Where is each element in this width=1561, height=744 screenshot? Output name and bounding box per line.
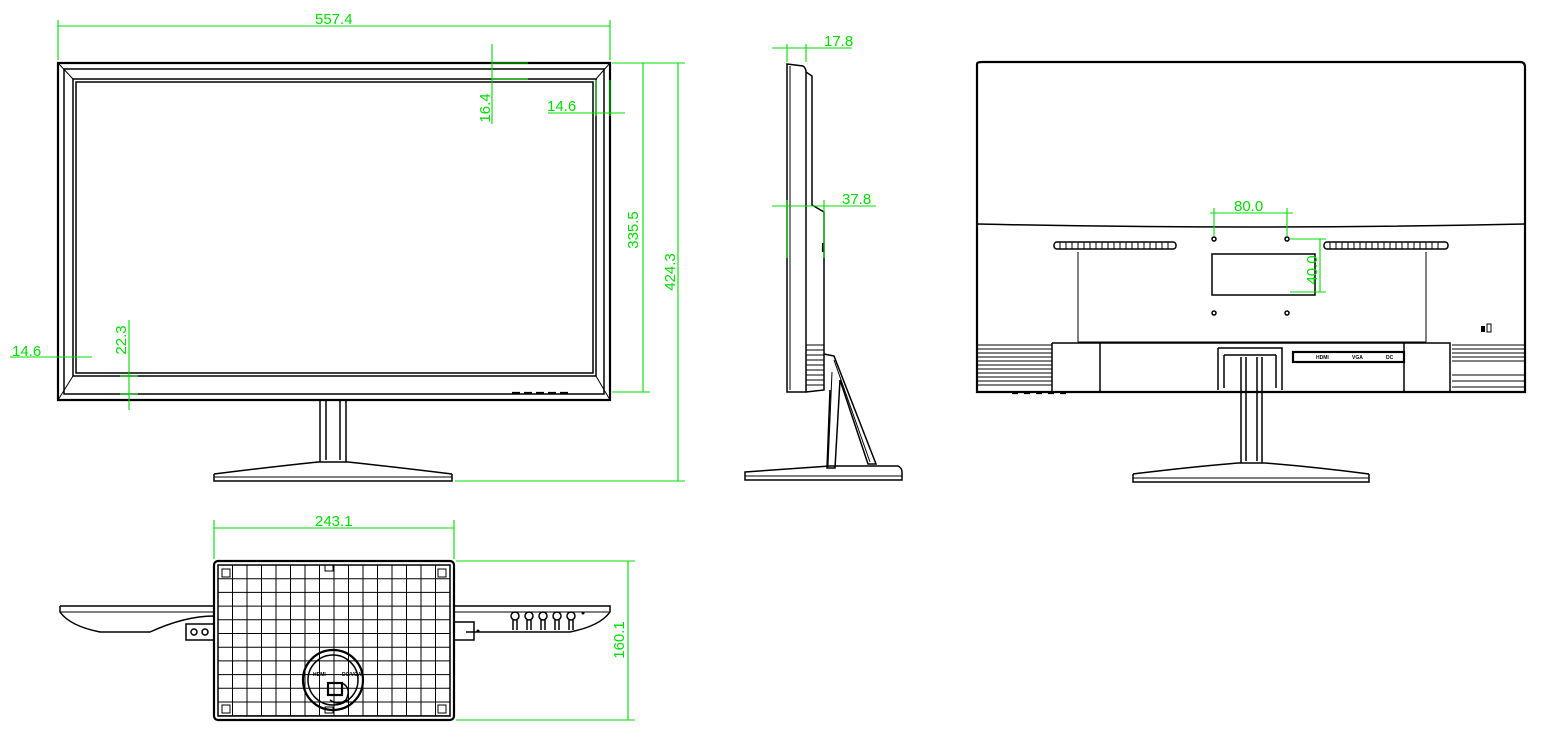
dim-bottom-bezel: 22.3 bbox=[113, 325, 130, 354]
rear-view: HDMI VGA DC bbox=[975, 60, 1527, 483]
dim-side-bezel-right: 14.6 bbox=[547, 98, 576, 115]
dim-depth-back: 37.8 bbox=[842, 191, 871, 208]
base-label-right: DC/VGA bbox=[342, 672, 362, 678]
dim-vesa-width: 80.0 bbox=[1234, 198, 1263, 215]
front-view bbox=[56, 61, 612, 482]
port-label-vga: VGA bbox=[1352, 355, 1363, 361]
dim-panel-height: 335.5 bbox=[625, 211, 642, 249]
port-label-dc: DC bbox=[1386, 355, 1394, 361]
bottom-view: HDMI DC/VGA bbox=[59, 559, 611, 722]
dim-overall-width: 557.4 bbox=[315, 11, 353, 28]
dimensions: 557.4 424.3 335.5 16.4 14.6 14.6 22.3 17… bbox=[10, 11, 1326, 721]
dim-overall-height: 424.3 bbox=[662, 253, 679, 291]
port-label-hdmi: HDMI bbox=[1316, 355, 1329, 361]
dim-base-depth: 160.1 bbox=[611, 621, 628, 659]
dim-depth-panel: 17.8 bbox=[824, 33, 853, 50]
dim-base-width: 243.1 bbox=[315, 513, 353, 530]
side-view bbox=[744, 63, 903, 481]
base-label-left: HDMI bbox=[313, 672, 326, 678]
dim-vesa-height: 40.0 bbox=[1304, 255, 1321, 284]
dim-top-bezel: 16.4 bbox=[477, 93, 494, 122]
dim-side-bezel-left: 14.6 bbox=[12, 343, 41, 360]
